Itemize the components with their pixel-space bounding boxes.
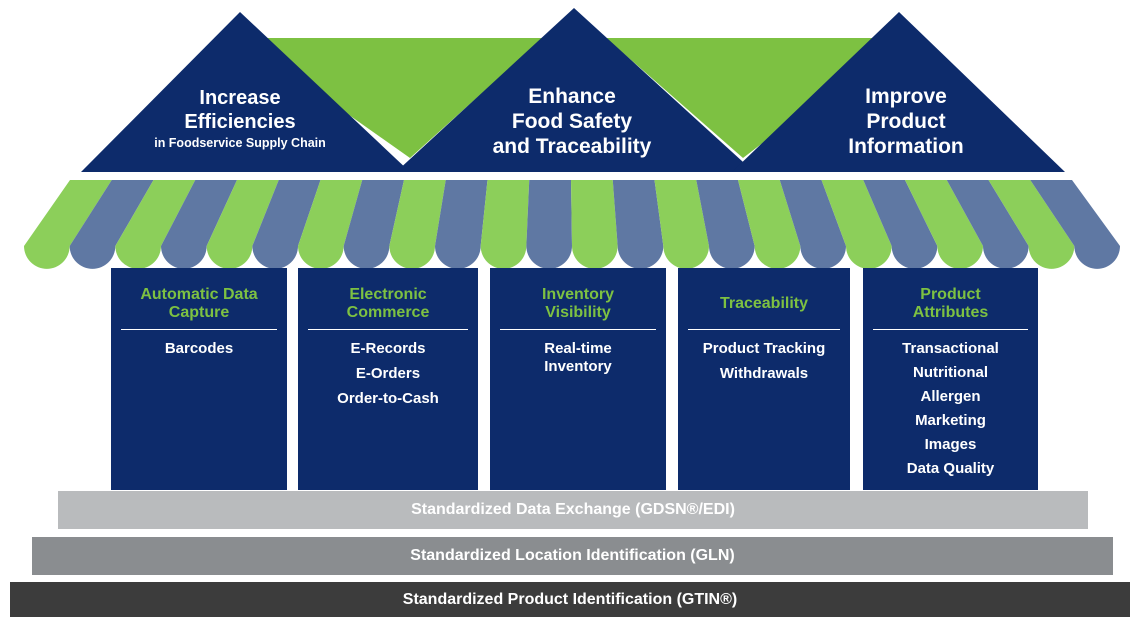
pillar-divider [121, 329, 277, 330]
goal-product-info-line2: Product [866, 110, 946, 133]
goal-product-info-line3: Information [848, 135, 964, 158]
awning-stripe [69, 180, 154, 269]
awning-stripe [654, 180, 709, 269]
pillar-traceability: Traceability Product Tracking Withdrawal… [678, 268, 850, 490]
awning-stripe [526, 180, 572, 269]
awning-stripe [612, 180, 664, 269]
awning-stripe [905, 180, 983, 269]
pillar-item: Allergen [920, 388, 981, 405]
awning-stripe [298, 180, 363, 269]
pillar-divider [873, 329, 1028, 330]
roof-green-band [240, 10, 899, 158]
goal-efficiencies-subtitle: in Foodservice Supply Chain [154, 136, 326, 150]
pillar-item: Order-to-Cash [337, 390, 439, 407]
awning-stripe [115, 180, 196, 269]
goal-food-safety-line3: and Traceability [492, 135, 652, 158]
goal-food-safety-line1: Enhance [528, 85, 616, 108]
roof-graphic [24, 8, 1120, 269]
pillar-divider [500, 329, 656, 330]
awning-stripe [206, 180, 279, 269]
pillar-item: Data Quality [906, 460, 995, 477]
pillar-item: Nutritional [913, 364, 988, 381]
pillar-item: Barcodes [164, 340, 234, 357]
pillar-item: E-Records [350, 340, 426, 357]
awning-stripe [738, 180, 801, 269]
goal-product-info-line1: Improve [865, 85, 947, 108]
foundation-data-exchange: Standardized Data Exchange (GDSN®/EDI) [58, 491, 1088, 529]
pillar-item: Real-time [544, 340, 612, 357]
awning-stripe [946, 180, 1029, 269]
foundation-location-id: Standardized Location Identification (GL… [32, 537, 1113, 575]
pillar-item: Images [924, 436, 977, 453]
pillar-item: Product Tracking [702, 340, 826, 357]
awning-stripe [252, 180, 321, 269]
goal-efficiencies: Increase Efficiencies in Foodservice Sup… [120, 86, 360, 152]
goal-efficiencies-line2: Efficiencies [184, 111, 296, 133]
awning-stripe [696, 180, 755, 269]
foundation-product-id: Standardized Product Identification (GTI… [10, 582, 1130, 617]
roof-triangle-right [732, 12, 1065, 172]
awning-stripe [821, 180, 892, 269]
goal-food-safety: Enhance Food Safety and Traceability [452, 84, 692, 159]
pillar-item: Transactional [902, 340, 999, 357]
pillar-title: Traceability [719, 295, 809, 312]
awning [24, 180, 1120, 269]
awning-stripe [24, 180, 112, 269]
awning-stripe [389, 180, 446, 269]
awning-stripe [161, 180, 237, 269]
awning-stripe [571, 180, 618, 269]
awning-stripe [779, 180, 846, 269]
awning-stripe [480, 180, 530, 269]
roof-triangle-middle [396, 8, 754, 172]
roof-triangle-left [81, 12, 410, 172]
goal-food-safety-line2: Food Safety [511, 110, 633, 133]
pillar-divider [688, 329, 840, 330]
awning-stripe [343, 180, 404, 269]
goal-efficiencies-line1: Increase [199, 87, 281, 109]
awning-stripe [863, 180, 938, 269]
awning-stripe [435, 180, 488, 269]
pillar-divider [308, 329, 468, 330]
pillar-item: Marketing [915, 412, 986, 429]
awning-stripe [988, 180, 1075, 269]
goal-product-info: Improve Product Information [786, 84, 1026, 159]
pillar-item: Inventory [544, 358, 612, 375]
pillar-item: Withdrawals [719, 365, 809, 382]
pillar-item: E-Orders [355, 365, 421, 382]
awning-stripe [1030, 180, 1120, 269]
